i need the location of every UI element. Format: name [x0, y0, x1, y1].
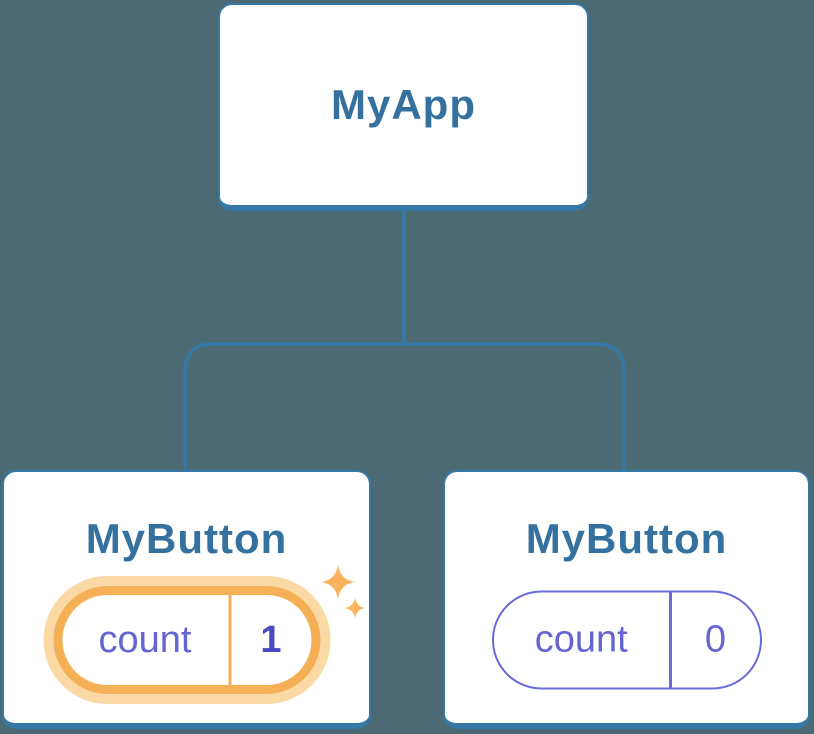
state-label: count: [98, 618, 192, 661]
component-card-mybutton-right: MyButton count 0: [443, 470, 810, 729]
sparkle-small-icon: [345, 598, 365, 618]
component-title: MyApp: [331, 81, 476, 128]
state-pill-divider: [228, 595, 231, 685]
component-title: MyButton: [85, 515, 288, 562]
component-card-mybutton-left: MyButton count 1: [2, 470, 371, 729]
component-card-myapp: MyApp: [218, 3, 589, 211]
state-pill: count 0: [491, 590, 762, 690]
state-label: count: [534, 618, 628, 661]
sparkle-large-icon: [321, 565, 355, 599]
component-title: MyButton: [525, 515, 728, 562]
state-value: 1: [260, 618, 282, 661]
connector-branch: [183, 342, 626, 472]
state-value: 0: [704, 618, 727, 661]
state-pill-divider: [669, 592, 672, 688]
state-pill-highlighted: count 1: [53, 586, 320, 694]
